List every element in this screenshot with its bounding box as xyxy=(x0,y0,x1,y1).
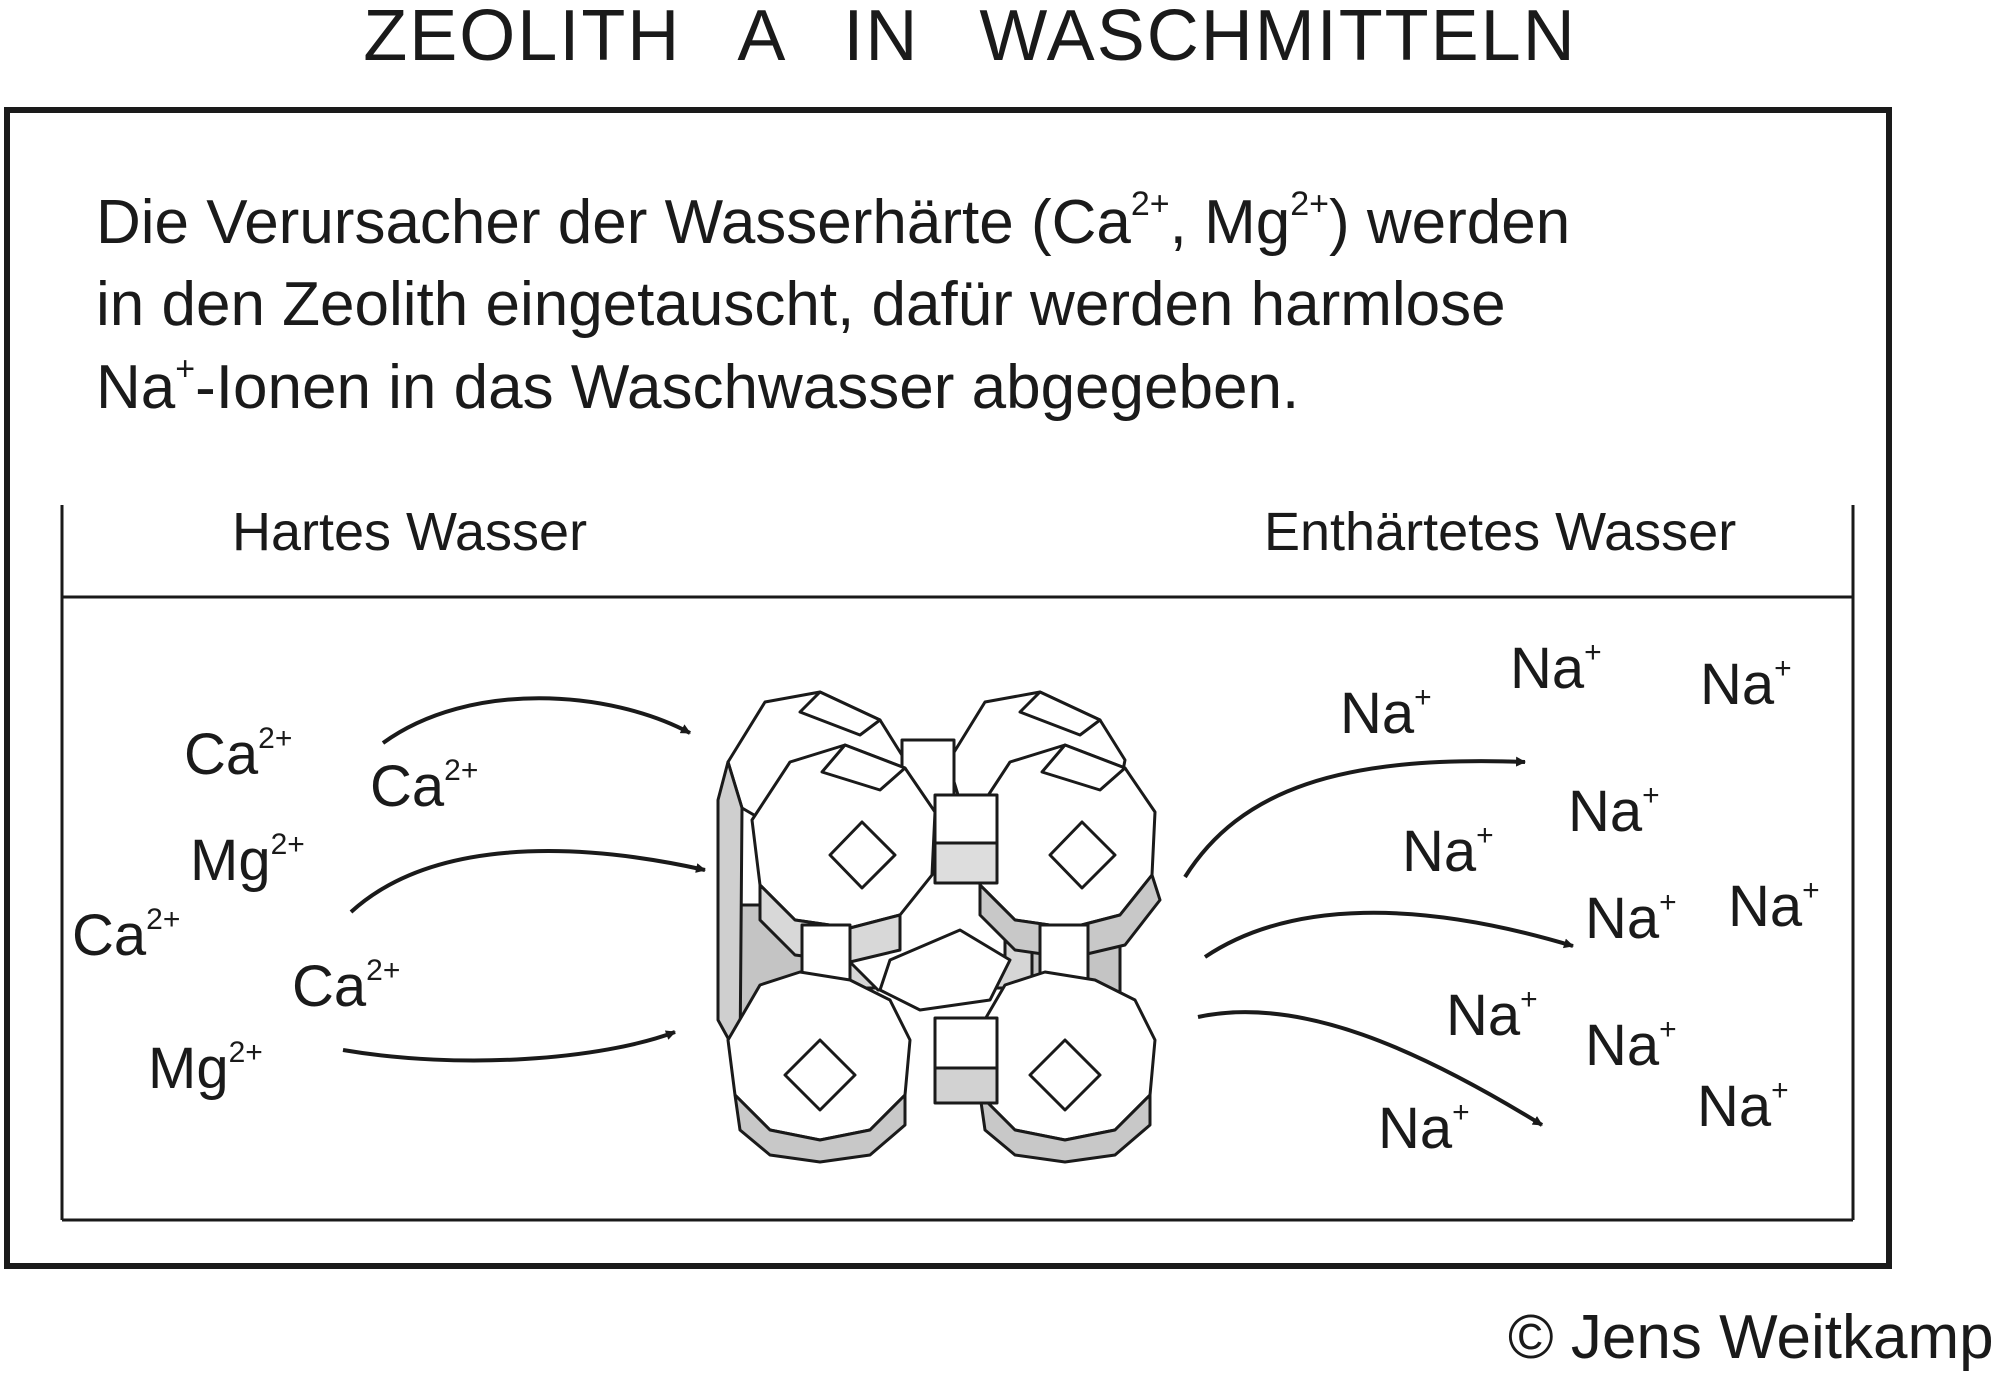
ion-label: Ca2+ xyxy=(292,954,401,1019)
ion-label: Ca2+ xyxy=(184,722,293,787)
page-title: ZEOLITH A IN WASCHMITTELN xyxy=(363,0,1577,76)
ion-label: Na+ xyxy=(1568,779,1660,844)
arrow-icon xyxy=(1183,756,1574,1127)
ion-label: Na+ xyxy=(1585,886,1677,951)
ion-label: Na+ xyxy=(1446,983,1538,1048)
ion-label: Ca2+ xyxy=(72,903,181,968)
ion-label: Na+ xyxy=(1402,819,1494,884)
description-line-2: in den Zeolith eingetauscht, dafür werde… xyxy=(96,270,1506,339)
water-container xyxy=(60,505,1855,1222)
ion-label: Na+ xyxy=(1585,1013,1677,1078)
charge-superscript: 2+ xyxy=(1290,185,1329,223)
charge-superscript: 2+ xyxy=(1130,185,1170,223)
arrow-icon xyxy=(342,696,706,1063)
ion-label: Na+ xyxy=(1378,1096,1470,1161)
outer-frame xyxy=(4,107,1892,1269)
zeolite-a-framework-icon xyxy=(716,690,1162,1164)
charge-superscript: + xyxy=(175,350,196,388)
ion-label: Mg2+ xyxy=(190,828,305,893)
ion-label: Na+ xyxy=(1700,652,1792,717)
ion-label: Na+ xyxy=(1728,874,1820,939)
copyright-credit: © Jens Weitkamp xyxy=(1508,1303,1994,1372)
description-line-3: Na+-Ionen in das Waschwasser abgegeben. xyxy=(96,350,1300,422)
ion-label: Mg2+ xyxy=(148,1036,263,1101)
ion-label: Na+ xyxy=(1340,681,1432,746)
ion-label: Na+ xyxy=(1697,1074,1789,1139)
soft-water-label: Enthärtetes Wasser xyxy=(1264,502,1737,562)
ion-label: Ca2+ xyxy=(370,754,479,819)
ion-label: Na+ xyxy=(1510,636,1602,701)
hard-water-label: Hartes Wasser xyxy=(232,502,588,562)
description-line-1: Die Verursacher der Wasserhärte (Ca2+, M… xyxy=(96,185,1571,257)
